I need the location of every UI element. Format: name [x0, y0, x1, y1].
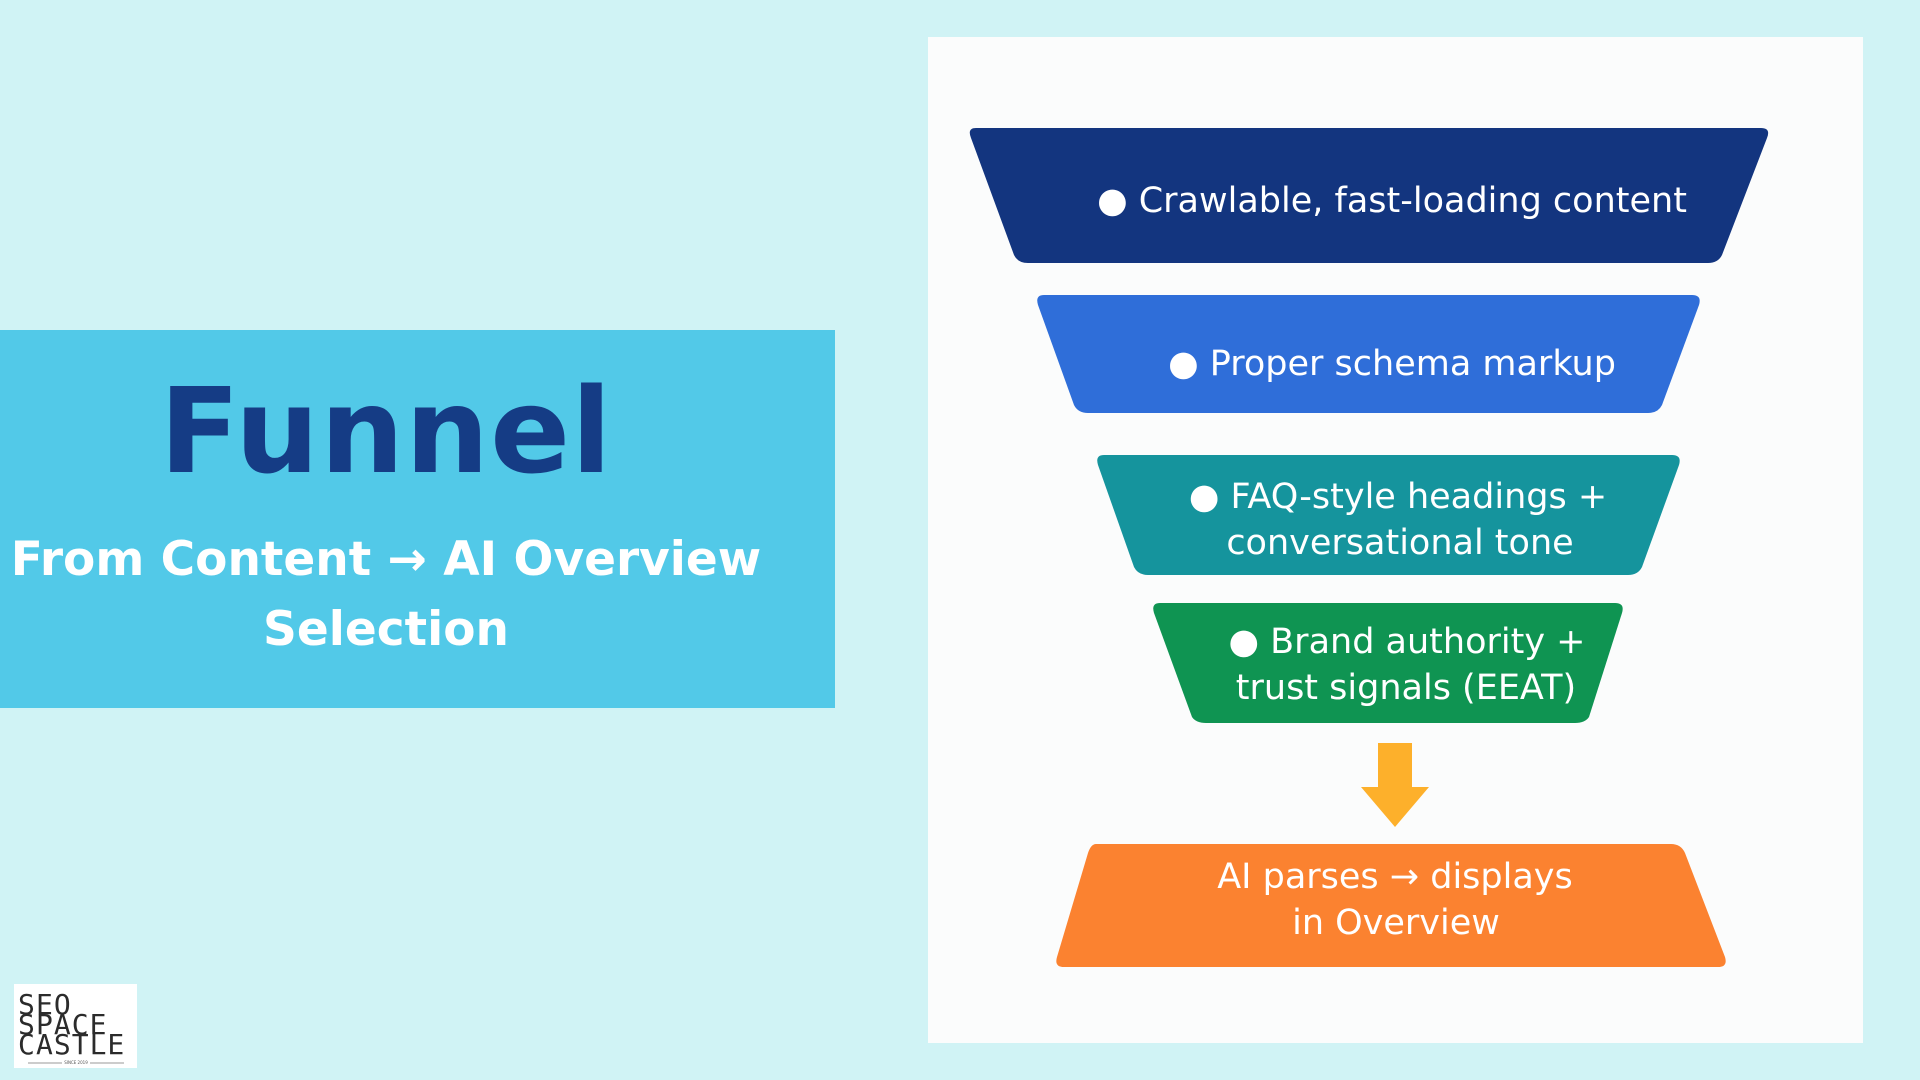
funnel-stage-2: ● Proper schema markup: [1037, 295, 1700, 413]
funnel-stage-3-label-line-1: ● FAQ-style headings +: [1189, 477, 1607, 517]
funnel-stage-1-label: ● Crawlable, fast-loading content: [1097, 181, 1687, 221]
logo-letter-s1: S: [18, 988, 36, 1021]
funnel-stage-3: ● FAQ-style headings + conversational to…: [1097, 455, 1680, 575]
funnel-result-shape: [1056, 844, 1726, 967]
subtitle-line-2: Selection: [263, 602, 509, 657]
funnel-stage-4-shape: [1153, 603, 1623, 723]
logo-letter-c: C: [18, 1028, 36, 1061]
funnel-stage-3-shape: [1097, 455, 1680, 575]
funnel-stage-4-label-line-1: ● Brand authority +: [1229, 622, 1586, 662]
funnel-result-label-line-1: AI parses → displays: [1217, 857, 1573, 897]
funnel-stage-1-shape: [969, 128, 1769, 263]
funnel-stage-4: ● Brand authority + trust signals (EEAT): [1153, 603, 1623, 723]
funnel-result-label-line-2: in Overview: [1292, 903, 1500, 943]
arrow-down-icon: [1361, 743, 1429, 827]
funnel-stage-2-label: ● Proper schema markup: [1168, 344, 1616, 384]
funnel-stage-1: ● Crawlable, fast-loading content: [969, 128, 1769, 263]
logo-word-pace: PACE: [36, 1008, 107, 1041]
brand-logo: S EO S PACE C ASTLE SINCE 2019: [14, 984, 137, 1068]
subtitle-line-1: From Content → AI Overview: [10, 532, 762, 587]
funnel-result: AI parses → displays in Overview: [1056, 844, 1726, 967]
logo-tagline: SINCE 2019: [64, 1060, 88, 1065]
funnel-diagram-card: ● Crawlable, fast-loading content ● Prop…: [928, 37, 1863, 1043]
page-subtitle: From Content → AI Overview Selection: [0, 525, 772, 665]
page-title: Funnel: [159, 362, 613, 500]
funnel-stage-3-label-line-2: conversational tone: [1226, 523, 1573, 563]
funnel-stage-2-shape: [1037, 295, 1700, 413]
funnel-stage-4-label-line-2: trust signals (EEAT): [1236, 668, 1576, 708]
logo-word-astle: ASTLE: [36, 1028, 125, 1061]
logo-word-eo: EO: [36, 988, 72, 1021]
funnel-diagram: ● Crawlable, fast-loading content ● Prop…: [969, 128, 1769, 967]
logo-mark: S EO S PACE C ASTLE SINCE 2019: [18, 988, 125, 1065]
logo-letter-s2: S: [18, 1008, 36, 1041]
title-panel: Funnel From Content → AI Overview Select…: [0, 330, 835, 708]
